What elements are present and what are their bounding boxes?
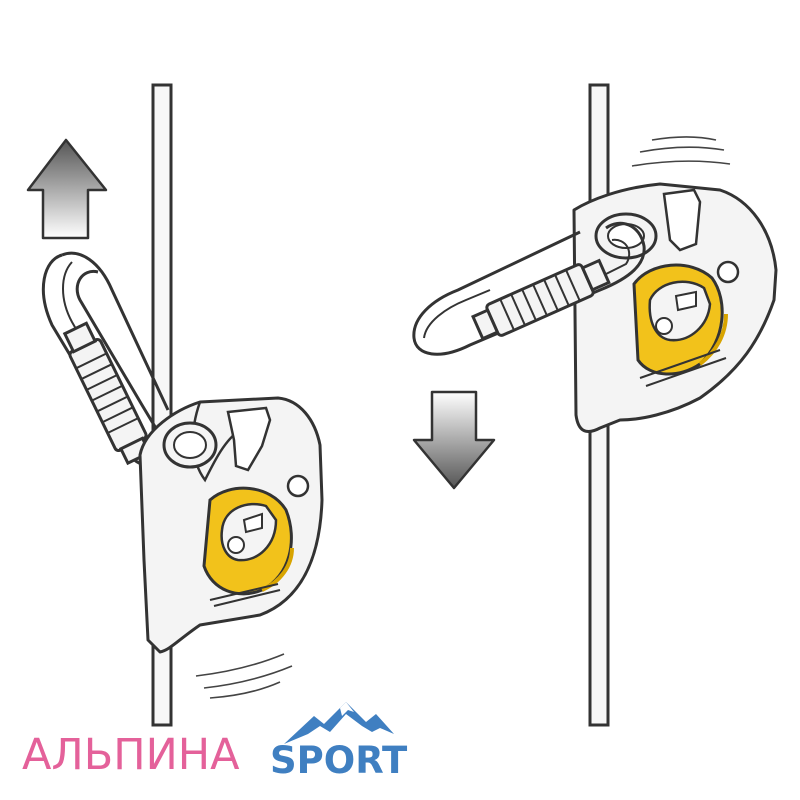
left-figure bbox=[26, 83, 324, 727]
right-carabiner bbox=[412, 222, 646, 356]
right-motion-lines bbox=[631, 136, 731, 167]
arrow-up-icon bbox=[26, 138, 108, 240]
right-figure bbox=[412, 83, 778, 727]
left-motion-lines bbox=[195, 653, 293, 699]
left-device bbox=[138, 396, 324, 654]
brand-logo: АЛЬПИНА SPORT bbox=[22, 700, 407, 792]
mountains-icon bbox=[284, 702, 394, 744]
left-carabiner bbox=[41, 251, 174, 468]
brand-name-ru: АЛЬПИНА bbox=[22, 730, 240, 780]
brand-name-en: SPORT bbox=[270, 739, 408, 782]
right-device bbox=[572, 182, 778, 433]
arrow-down-icon bbox=[412, 390, 496, 490]
